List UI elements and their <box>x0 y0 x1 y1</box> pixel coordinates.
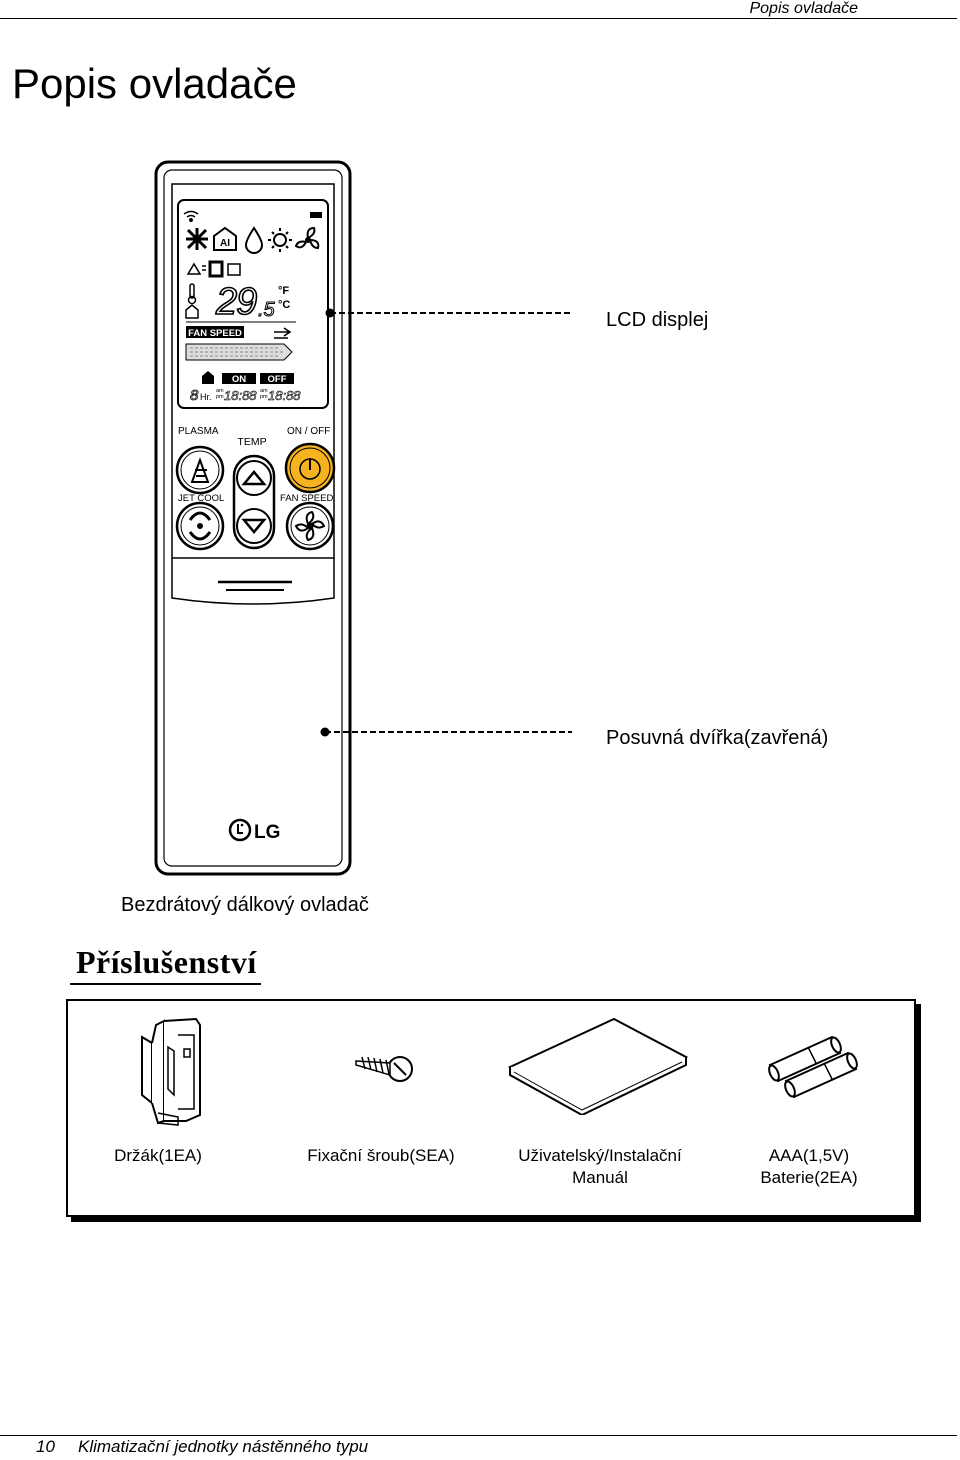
battery-icon <box>310 212 322 218</box>
svg-text:AI: AI <box>220 238 230 249</box>
accessory-screw-label: Fixační šroub(SEA) <box>307 1146 455 1165</box>
plasma-indicator-icon <box>186 262 206 275</box>
batteries-illustration <box>768 1035 858 1099</box>
accessory-batteries-label: AAA(1,5V) Baterie(2EA) <box>760 1146 858 1187</box>
fan-speed-button-label: FAN SPEED <box>280 493 333 504</box>
accessories-box: Držák(1EA) Fixační šroub(SEA) Uživatelsk… <box>66 999 916 1217</box>
ai-mode-icon: AI <box>213 226 237 251</box>
temp-down-button[interactable] <box>236 508 272 544</box>
running-header: Popis ovladače <box>749 0 858 17</box>
page-number: 10 <box>36 1437 55 1456</box>
room-temp-icon <box>185 304 199 319</box>
fan-speed-button[interactable] <box>285 501 335 551</box>
svg-text:pm: pm <box>216 394 224 400</box>
arrow-up-icon <box>241 470 267 486</box>
sliding-door-label: Posuvná dvířka(zavřená) <box>606 727 829 749</box>
sleep-icon <box>227 263 241 276</box>
plasma-tree-icon <box>190 457 210 483</box>
brand-label: LG <box>254 822 280 843</box>
remote-caption: Bezdrátový dálkový ovladač <box>121 894 369 916</box>
remote-control-illustration: AI 29 .5 °F °C FAN SPEED ON OFF 8 Hr. am… <box>154 160 352 876</box>
swing-icon <box>208 260 224 278</box>
lcd-display-label: LCD displej <box>606 309 709 331</box>
accessory-manual-label: Uživatelský/Instalační Manuál <box>518 1146 682 1187</box>
manual-illustration <box>507 1017 689 1115</box>
fan-direction-icon <box>274 327 292 339</box>
footer-rule <box>0 1435 957 1436</box>
door-top-edge <box>171 558 335 605</box>
unit-f-label: °F <box>278 285 289 297</box>
on-off-button-label: ON / OFF <box>287 426 330 437</box>
arrow-down-icon <box>241 518 267 534</box>
on-off-button[interactable] <box>284 442 336 494</box>
timer-off-label: OFF <box>268 374 287 385</box>
temp-button-label: TEMP <box>237 436 266 448</box>
jet-cool-button-label: JET COOL <box>178 493 224 504</box>
holder-illustration <box>141 1017 201 1126</box>
svg-text:am: am <box>260 388 268 394</box>
header-rule <box>0 18 957 19</box>
fan-speed-indicator: FAN SPEED <box>188 328 242 339</box>
plasma-button-label: PLASMA <box>178 426 219 437</box>
timer-off-time: 18:88 <box>268 388 301 403</box>
temperature-digits: 29 <box>215 281 257 323</box>
accessories-heading: Příslušenství <box>70 944 261 985</box>
page-title: Popis ovladače <box>12 60 297 107</box>
jet-cool-button[interactable] <box>175 501 225 551</box>
footer-text: Klimatizační jednotky nástěnného typu <box>78 1437 369 1456</box>
thermometer-icon <box>187 283 197 305</box>
svg-text:pm: pm <box>260 394 268 400</box>
callout-lines <box>320 308 572 737</box>
fan-mode-icon <box>294 226 320 250</box>
temperature-decimal: .5 <box>258 299 276 321</box>
plasma-button[interactable] <box>175 445 225 495</box>
timer-on-label: ON <box>232 374 246 385</box>
signal-icon <box>183 210 199 222</box>
timer-house-icon <box>202 371 214 384</box>
lg-logo: LG <box>228 818 280 843</box>
fan-icon <box>294 510 326 542</box>
screw-illustration <box>355 1056 413 1082</box>
heat-mode-icon <box>268 228 292 252</box>
dry-mode-icon <box>244 226 264 254</box>
svg-text:am: am <box>216 388 224 394</box>
accessory-holder-label: Držák(1EA) <box>114 1146 202 1165</box>
jet-cool-icon <box>188 511 212 541</box>
unit-c-label: °C <box>278 299 290 311</box>
temp-up-button[interactable] <box>236 460 272 496</box>
cool-mode-icon <box>186 228 208 250</box>
sleep-hours-unit: Hr. <box>200 392 212 402</box>
timer-on-time: 18:88 <box>224 388 257 403</box>
sleep-hours-digit: 8 <box>190 387 199 404</box>
